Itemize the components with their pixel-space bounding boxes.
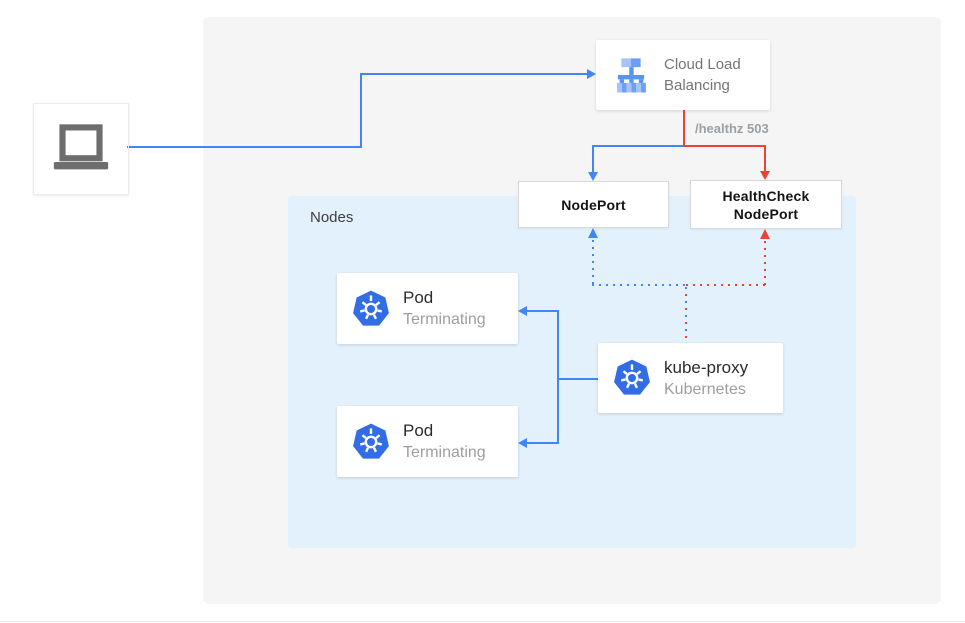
arrowhead-dotted-into-nodeport — [588, 228, 598, 238]
arrowhead-into-pod2 — [518, 438, 527, 448]
edge-to-pod2-h — [527, 442, 558, 444]
pod1-status: Terminating — [403, 311, 486, 328]
edge-to-healthcheck-v — [764, 145, 766, 172]
edge-kubeproxy-out-h — [558, 378, 598, 380]
edge-client-to-clb-h2 — [360, 73, 588, 75]
edge-kubeproxy-to-healthcheck-h — [686, 284, 766, 286]
kube-proxy-title: kube-proxy — [664, 357, 749, 377]
pod1-title: Pod — [403, 288, 434, 307]
pod2-title: Pod — [403, 421, 434, 440]
cloud-load-balancing-card: Cloud Load Balancing — [596, 40, 770, 110]
edge-split-red-h — [683, 145, 766, 147]
clb-title-line2: Balancing — [664, 77, 730, 94]
edge-kubeproxy-pods-v — [557, 310, 559, 444]
edge-split-blue-h — [592, 145, 684, 147]
edge-kubeproxy-trunk-dotted — [685, 287, 687, 343]
edge-kubeproxy-to-nodeport-h — [592, 284, 688, 286]
arrowhead-into-healthcheck — [760, 171, 770, 180]
pod-card-1: Pod Terminating — [337, 273, 518, 344]
edge-clb-down-red — [683, 110, 685, 147]
healthcheck-nodeport-card: HealthCheck NodePort — [690, 180, 842, 229]
healthcheck-label-line2: NodePort — [733, 205, 799, 222]
cloud-load-balancing-icon — [617, 58, 646, 93]
clb-title-line1: Cloud Load — [664, 56, 741, 73]
client-card — [33, 103, 129, 195]
arrowhead-into-clb — [587, 69, 596, 79]
edge-kubeproxy-to-healthcheck-v — [764, 241, 766, 287]
arrowhead-into-nodeport — [588, 172, 598, 181]
pod2-status: Terminating — [403, 444, 486, 461]
arrowhead-dotted-into-healthcheck — [760, 229, 770, 239]
kubernetes-icon — [353, 423, 389, 459]
edge-kubeproxy-to-nodeport-v — [592, 240, 594, 287]
laptop-icon — [53, 124, 109, 170]
edge-to-pod1-h — [527, 310, 558, 312]
kubernetes-icon — [353, 290, 389, 326]
kube-proxy-subtitle: Kubernetes — [664, 380, 746, 398]
arrowhead-into-pod1 — [518, 306, 527, 316]
kube-proxy-card: kube-proxy Kubernetes — [598, 343, 783, 413]
healthcheck-label-line1: HealthCheck — [722, 187, 810, 204]
healthz-status-label: /healthz 503 — [695, 121, 769, 136]
nodes-group-label: Nodes — [310, 209, 354, 226]
nodeport-card: NodePort — [518, 181, 669, 228]
bottom-divider — [0, 621, 965, 622]
edge-client-to-clb-h1 — [127, 146, 361, 148]
edge-to-nodeport-v — [592, 145, 594, 173]
nodeport-label: NodePort — [561, 196, 626, 213]
edge-client-to-clb-v — [360, 73, 362, 148]
kubernetes-icon — [614, 359, 650, 395]
pod-card-2: Pod Terminating — [337, 406, 518, 477]
